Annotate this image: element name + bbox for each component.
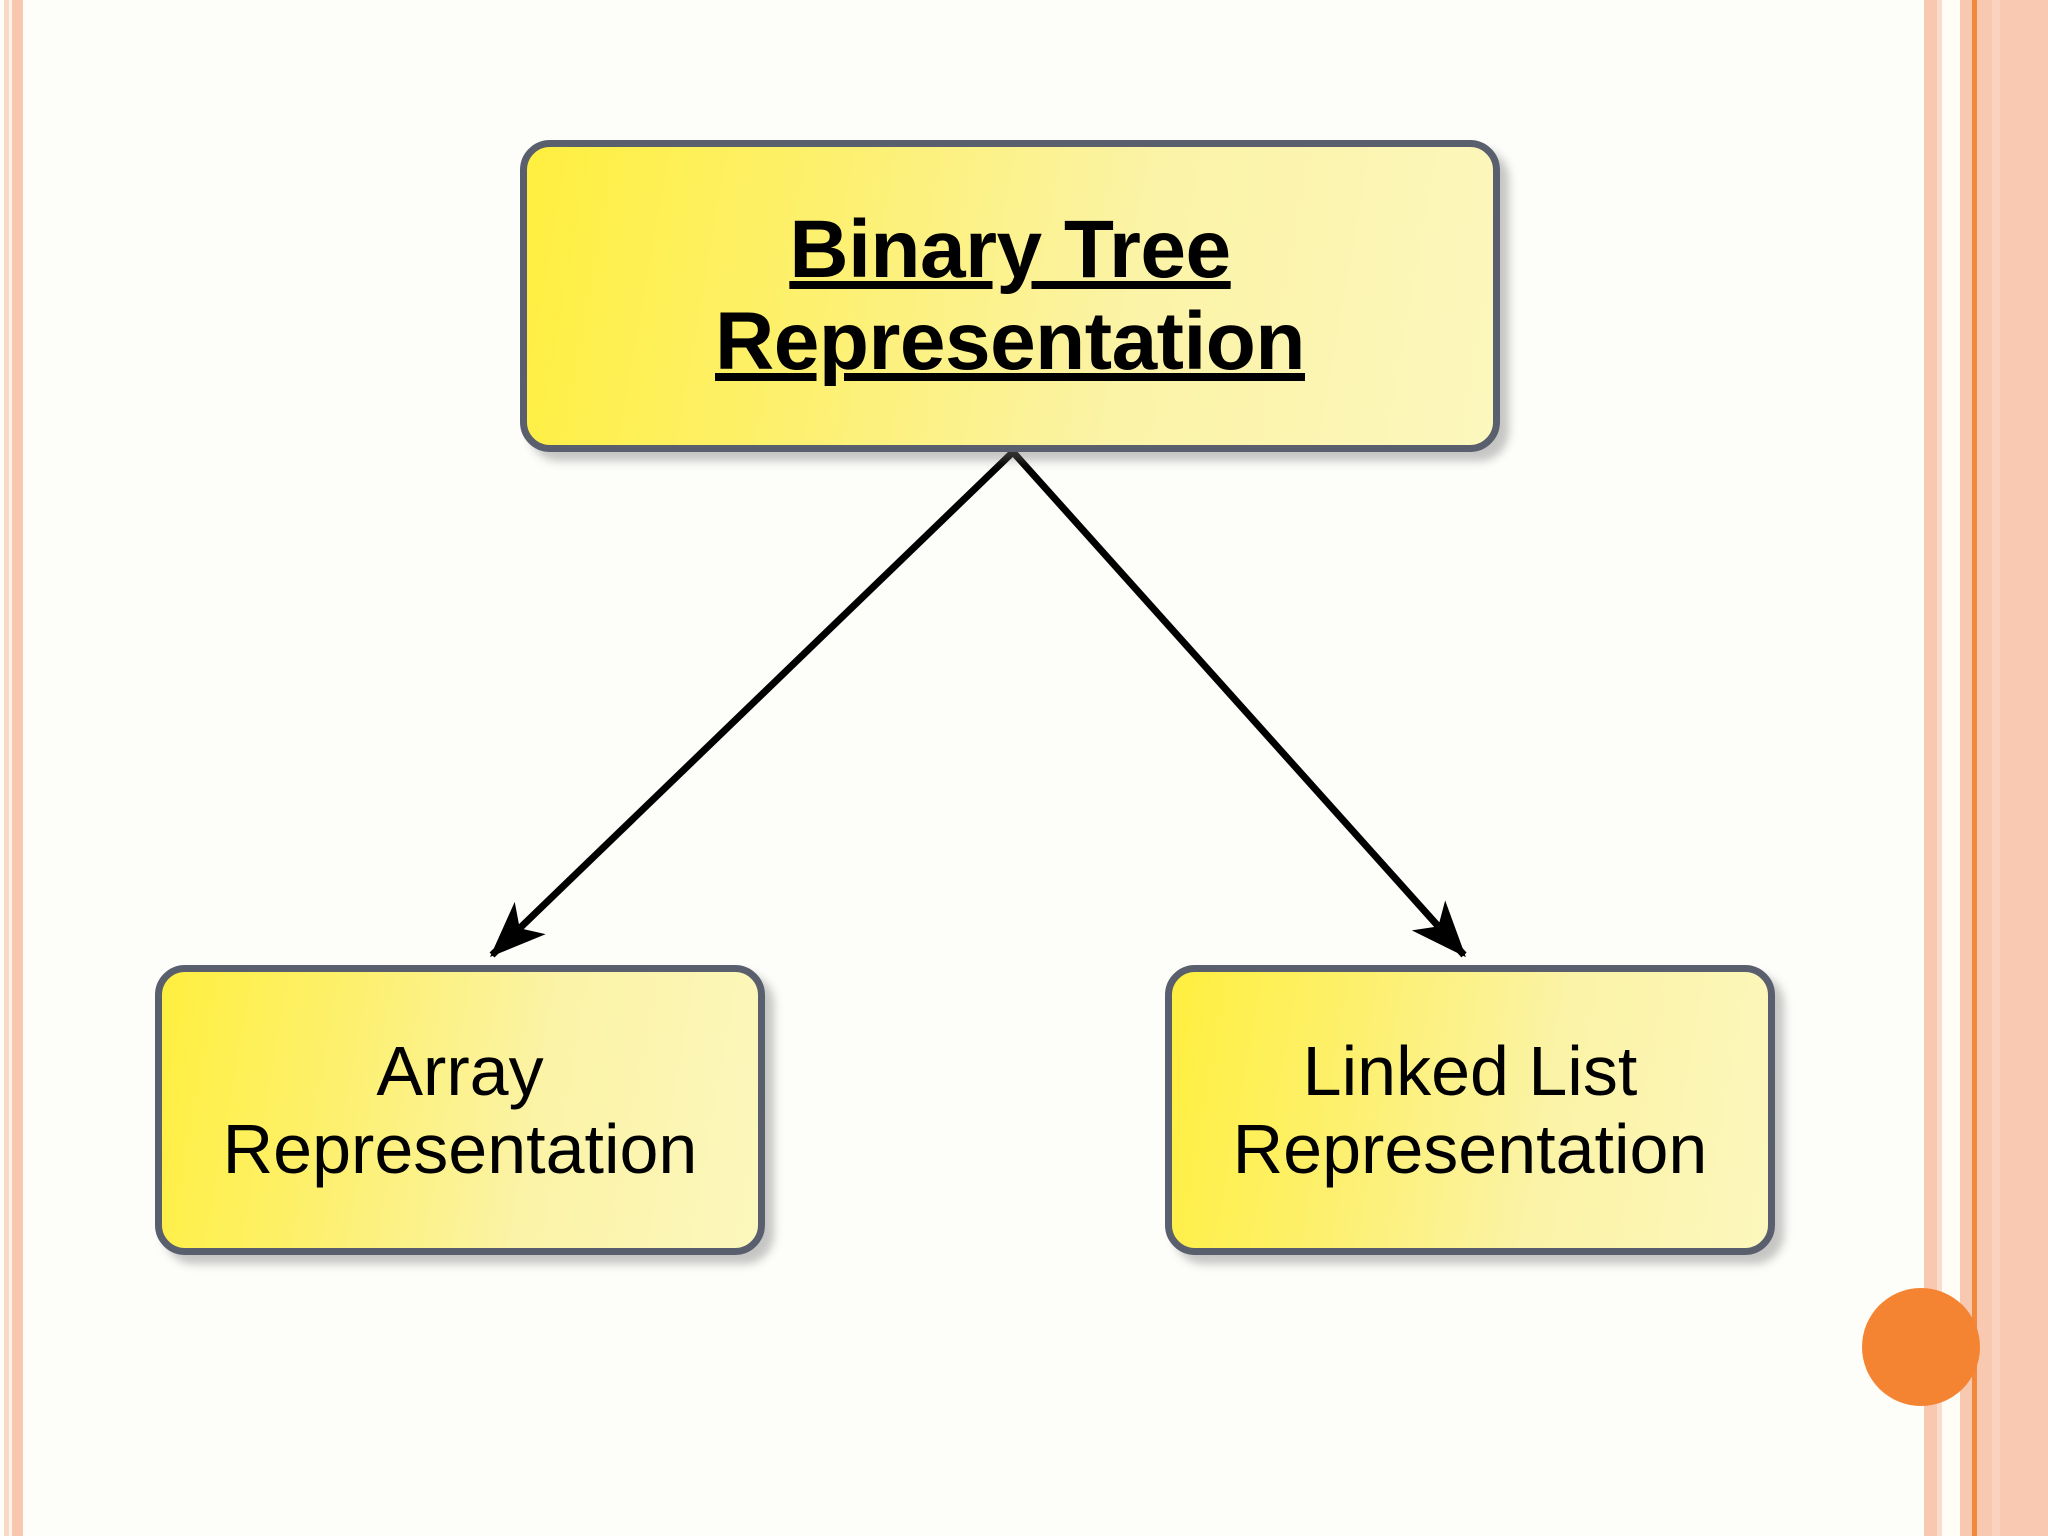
node-array-representation[interactable]: Array Representation (155, 965, 765, 1255)
node-root-label-line2: Representation (715, 296, 1305, 387)
left-stripe-border (0, 0, 34, 1536)
node-array-label-line2: Representation (222, 1110, 698, 1188)
edge-root-to-array (489, 449, 1016, 958)
node-root-label: Binary Tree Representation (715, 204, 1305, 388)
node-root-label-line1: Binary Tree (789, 204, 1231, 296)
node-array-label: Array Representation (223, 1032, 698, 1189)
node-linked-list-label: Linked List Representation (1233, 1032, 1708, 1189)
node-binary-tree-representation[interactable]: Binary Tree Representation (520, 140, 1500, 452)
node-array-label-line1: Array (376, 1031, 544, 1110)
node-linked-list-representation[interactable]: Linked List Representation (1165, 965, 1775, 1255)
node-linked-list-label-line1: Linked List (1302, 1031, 1638, 1110)
edge-root-to-linked-list (1010, 449, 1467, 958)
orange-circle-icon (1862, 1288, 1980, 1406)
node-linked-list-label-line2: Representation (1232, 1110, 1708, 1188)
